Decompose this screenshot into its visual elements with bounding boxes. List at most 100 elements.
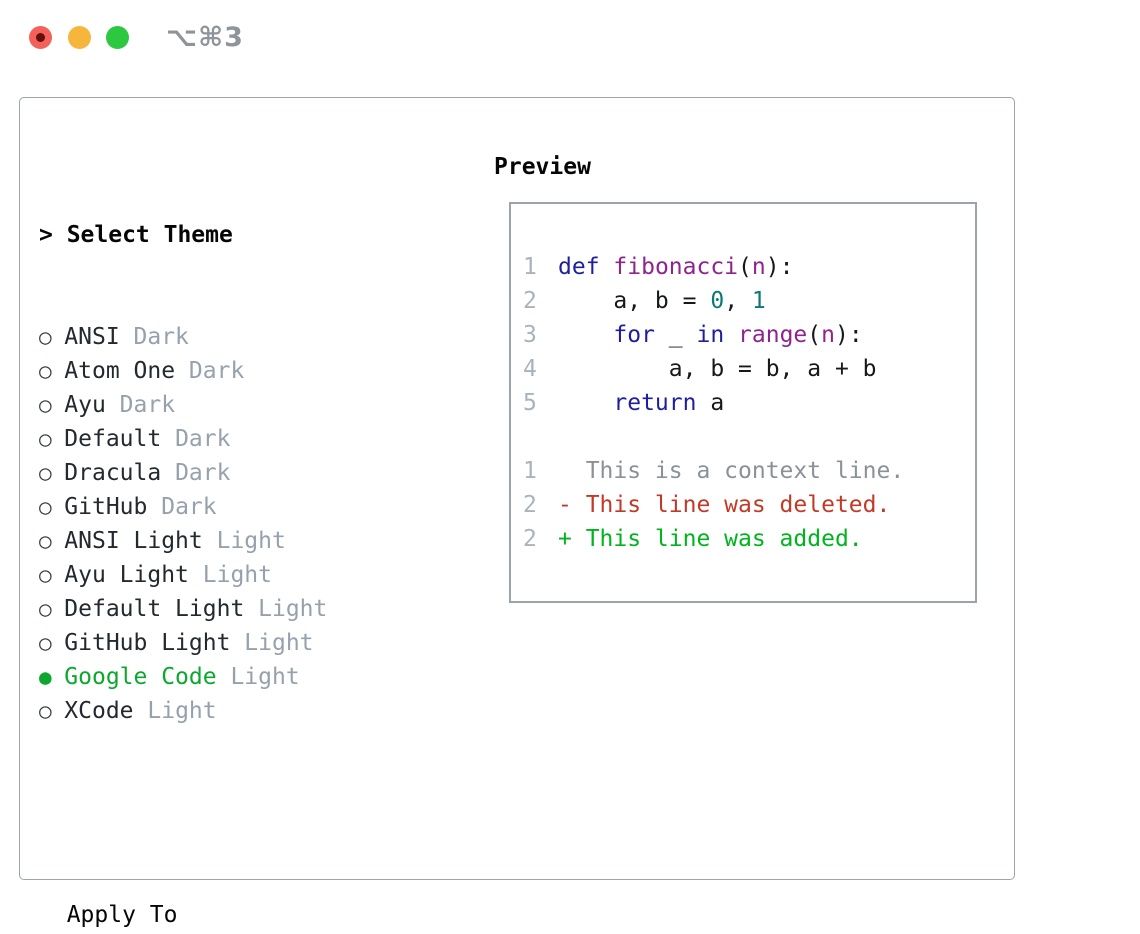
line-number: 2	[523, 492, 537, 518]
code-token	[600, 254, 614, 280]
theme-name: GitHub Light	[64, 630, 231, 656]
diff-line-context: 1 This is a context line.	[523, 454, 967, 488]
theme-name: Atom One	[64, 358, 176, 384]
code-token: n	[751, 254, 766, 280]
theme-variant: Dark	[175, 460, 231, 486]
code-line: 5 return a	[523, 386, 967, 420]
theme-variant: Light	[230, 664, 300, 690]
code-token: 0	[710, 288, 725, 314]
code-text: a, b = 0, 1	[558, 288, 766, 314]
select-theme-label: Select Theme	[66, 222, 233, 248]
code-token	[558, 322, 613, 348]
code-token: n	[821, 322, 836, 348]
code-token: a, b = b, a + b	[558, 356, 877, 382]
code-text: a, b = b, a + b	[558, 356, 877, 382]
theme-variant: Light	[147, 698, 217, 724]
theme-variant: Light	[216, 528, 286, 554]
theme-variant: Light	[202, 562, 272, 588]
spacer	[39, 796, 459, 830]
minimize-button[interactable]	[68, 26, 91, 49]
code-token: a	[696, 390, 725, 416]
diff-line-deleted: 2 - This line was deleted.	[523, 488, 967, 522]
theme-name: GitHub	[64, 494, 148, 520]
theme-variant: Dark	[175, 426, 231, 452]
code-token: ):	[765, 254, 794, 280]
radio-icon: ○	[39, 597, 52, 621]
theme-item-google-code[interactable]: ● Google Code Light	[39, 660, 459, 694]
theme-name: Dracula	[64, 460, 162, 486]
theme-item-ansi[interactable]: ○ ANSI Dark	[39, 320, 459, 354]
radio-icon: ○	[39, 529, 52, 553]
theme-item-ayu[interactable]: ○ Ayu Dark	[39, 388, 459, 422]
code-text: def fibonacci(n):	[558, 254, 793, 280]
code-line: 3 for _ in range(n):	[523, 318, 967, 352]
theme-variant: Dark	[133, 324, 189, 350]
code-token: ,	[724, 288, 752, 314]
radio-icon: ○	[39, 325, 52, 349]
theme-item-dracula[interactable]: ○ Dracula Dark	[39, 456, 459, 490]
line-number: 3	[523, 322, 537, 348]
theme-variant: Dark	[188, 358, 245, 384]
line-number: 2	[523, 526, 537, 552]
code-token	[724, 322, 738, 348]
theme-item-ayu-light[interactable]: ○ Ayu Light Light	[39, 558, 459, 592]
code-line: 4 a, b = b, a + b	[523, 352, 967, 386]
window-title: ⌥⌘3	[166, 22, 244, 53]
code-token: _	[654, 322, 697, 348]
code-line: 2 a, b = 0, 1	[523, 284, 967, 318]
code-token: (	[807, 322, 822, 348]
radio-icon: ○	[39, 563, 52, 587]
cursor-icon: >	[39, 222, 53, 248]
code-token: for	[613, 322, 655, 348]
code-token: 1	[751, 288, 766, 314]
diff-line-added: 2 + This line was added.	[523, 522, 967, 556]
theme-variant: Dark	[119, 392, 176, 418]
theme-name: Google Code	[64, 664, 217, 690]
close-button[interactable]	[29, 26, 52, 49]
theme-name: ANSI	[64, 324, 120, 350]
line-number: 4	[523, 356, 537, 382]
preview-header: Preview	[494, 154, 591, 180]
code-text: for _ in range(n):	[558, 322, 863, 348]
theme-item-ansi-light[interactable]: ○ ANSI Light Light	[39, 524, 459, 558]
theme-item-github-light[interactable]: ○ GitHub Light Light	[39, 626, 459, 660]
radio-icon: ○	[39, 427, 52, 451]
code-token: range	[738, 322, 808, 348]
code-token: fibonacci	[613, 254, 739, 280]
radio-icon: ○	[39, 461, 52, 485]
line-number: 2	[523, 288, 537, 314]
diff-text: + This line was added.	[558, 526, 863, 552]
code-token: return	[613, 390, 697, 416]
code-token: def	[558, 254, 600, 280]
code-token	[558, 390, 613, 416]
zoom-button[interactable]	[106, 26, 129, 49]
code-token: (	[738, 254, 752, 280]
theme-name: ANSI Light	[64, 528, 203, 554]
radio-icon: ○	[39, 393, 52, 417]
theme-variant: Light	[258, 596, 328, 622]
radio-icon: ○	[39, 631, 52, 655]
line-number: 5	[523, 390, 537, 416]
blank-line	[523, 420, 967, 454]
theme-variant: Light	[244, 630, 314, 656]
code-token: ):	[835, 322, 863, 348]
theme-item-atom-one[interactable]: ○ Atom One Dark	[39, 354, 459, 388]
code-token: a, b =	[558, 288, 711, 314]
code-token: in	[696, 322, 725, 348]
theme-name: Default Light	[64, 596, 245, 622]
apply-to-header: Apply To	[66, 902, 178, 928]
radio-icon: ○	[39, 359, 52, 383]
radio-selected-icon: ●	[39, 665, 52, 689]
theme-item-default-light[interactable]: ○ Default Light Light	[39, 592, 459, 626]
theme-name: Ayu	[64, 392, 106, 418]
diff-text: - This line was deleted.	[558, 492, 891, 518]
line-number: 1	[523, 458, 537, 484]
theme-name: Ayu Light	[64, 562, 189, 588]
